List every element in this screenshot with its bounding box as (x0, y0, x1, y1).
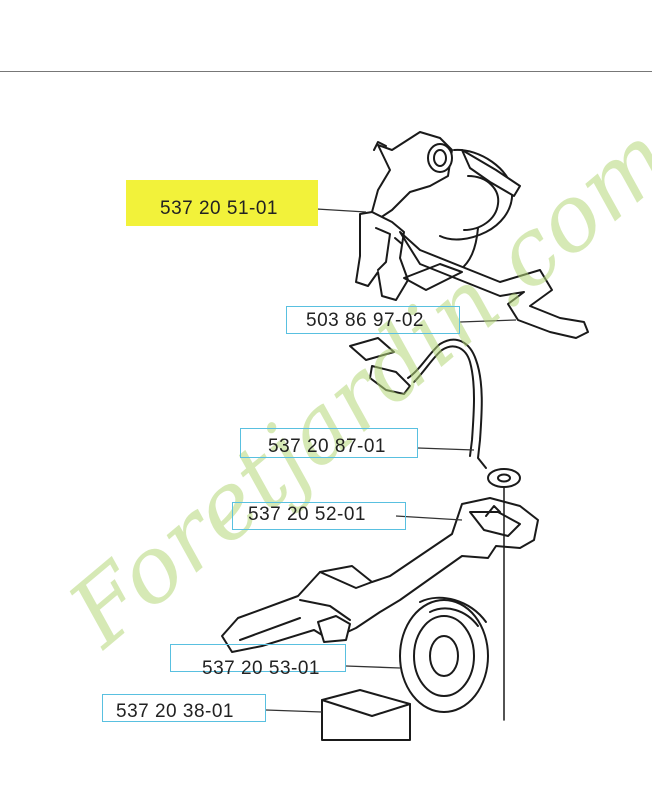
leader-line-5 (345, 665, 401, 669)
part-number-box-2 (286, 306, 460, 334)
stop-cable-part (349, 337, 487, 469)
part-number-box-3 (240, 428, 418, 458)
part-number-label-2[interactable]: 503 86 97-02 (306, 310, 424, 331)
bottom-block-part (321, 689, 411, 741)
trigger-lever-part (355, 131, 453, 301)
small-pin-part (317, 615, 351, 643)
leader-line-3 (417, 447, 475, 451)
washer-part (487, 468, 521, 488)
part-number-label-6[interactable]: 537 20 38-01 (116, 701, 234, 722)
part-number-label-3[interactable]: 537 20 87-01 (268, 436, 386, 457)
leader-line-6 (265, 709, 323, 713)
part-number-box-6 (102, 694, 266, 722)
top-divider (0, 71, 652, 72)
part-number-label-4[interactable]: 537 20 52-01 (248, 504, 366, 525)
highlight-box (126, 180, 318, 226)
part-number-box-5 (170, 644, 346, 672)
leader-line-2 (459, 319, 517, 323)
leader-line-4 (395, 515, 463, 521)
part-number-box-4 (232, 502, 406, 530)
flat-spring-part (399, 231, 589, 339)
pulley-part (399, 596, 489, 713)
part-number-label-1[interactable]: 537 20 51-01 (160, 198, 278, 219)
part-number-label-5[interactable]: 537 20 53-01 (202, 658, 320, 679)
